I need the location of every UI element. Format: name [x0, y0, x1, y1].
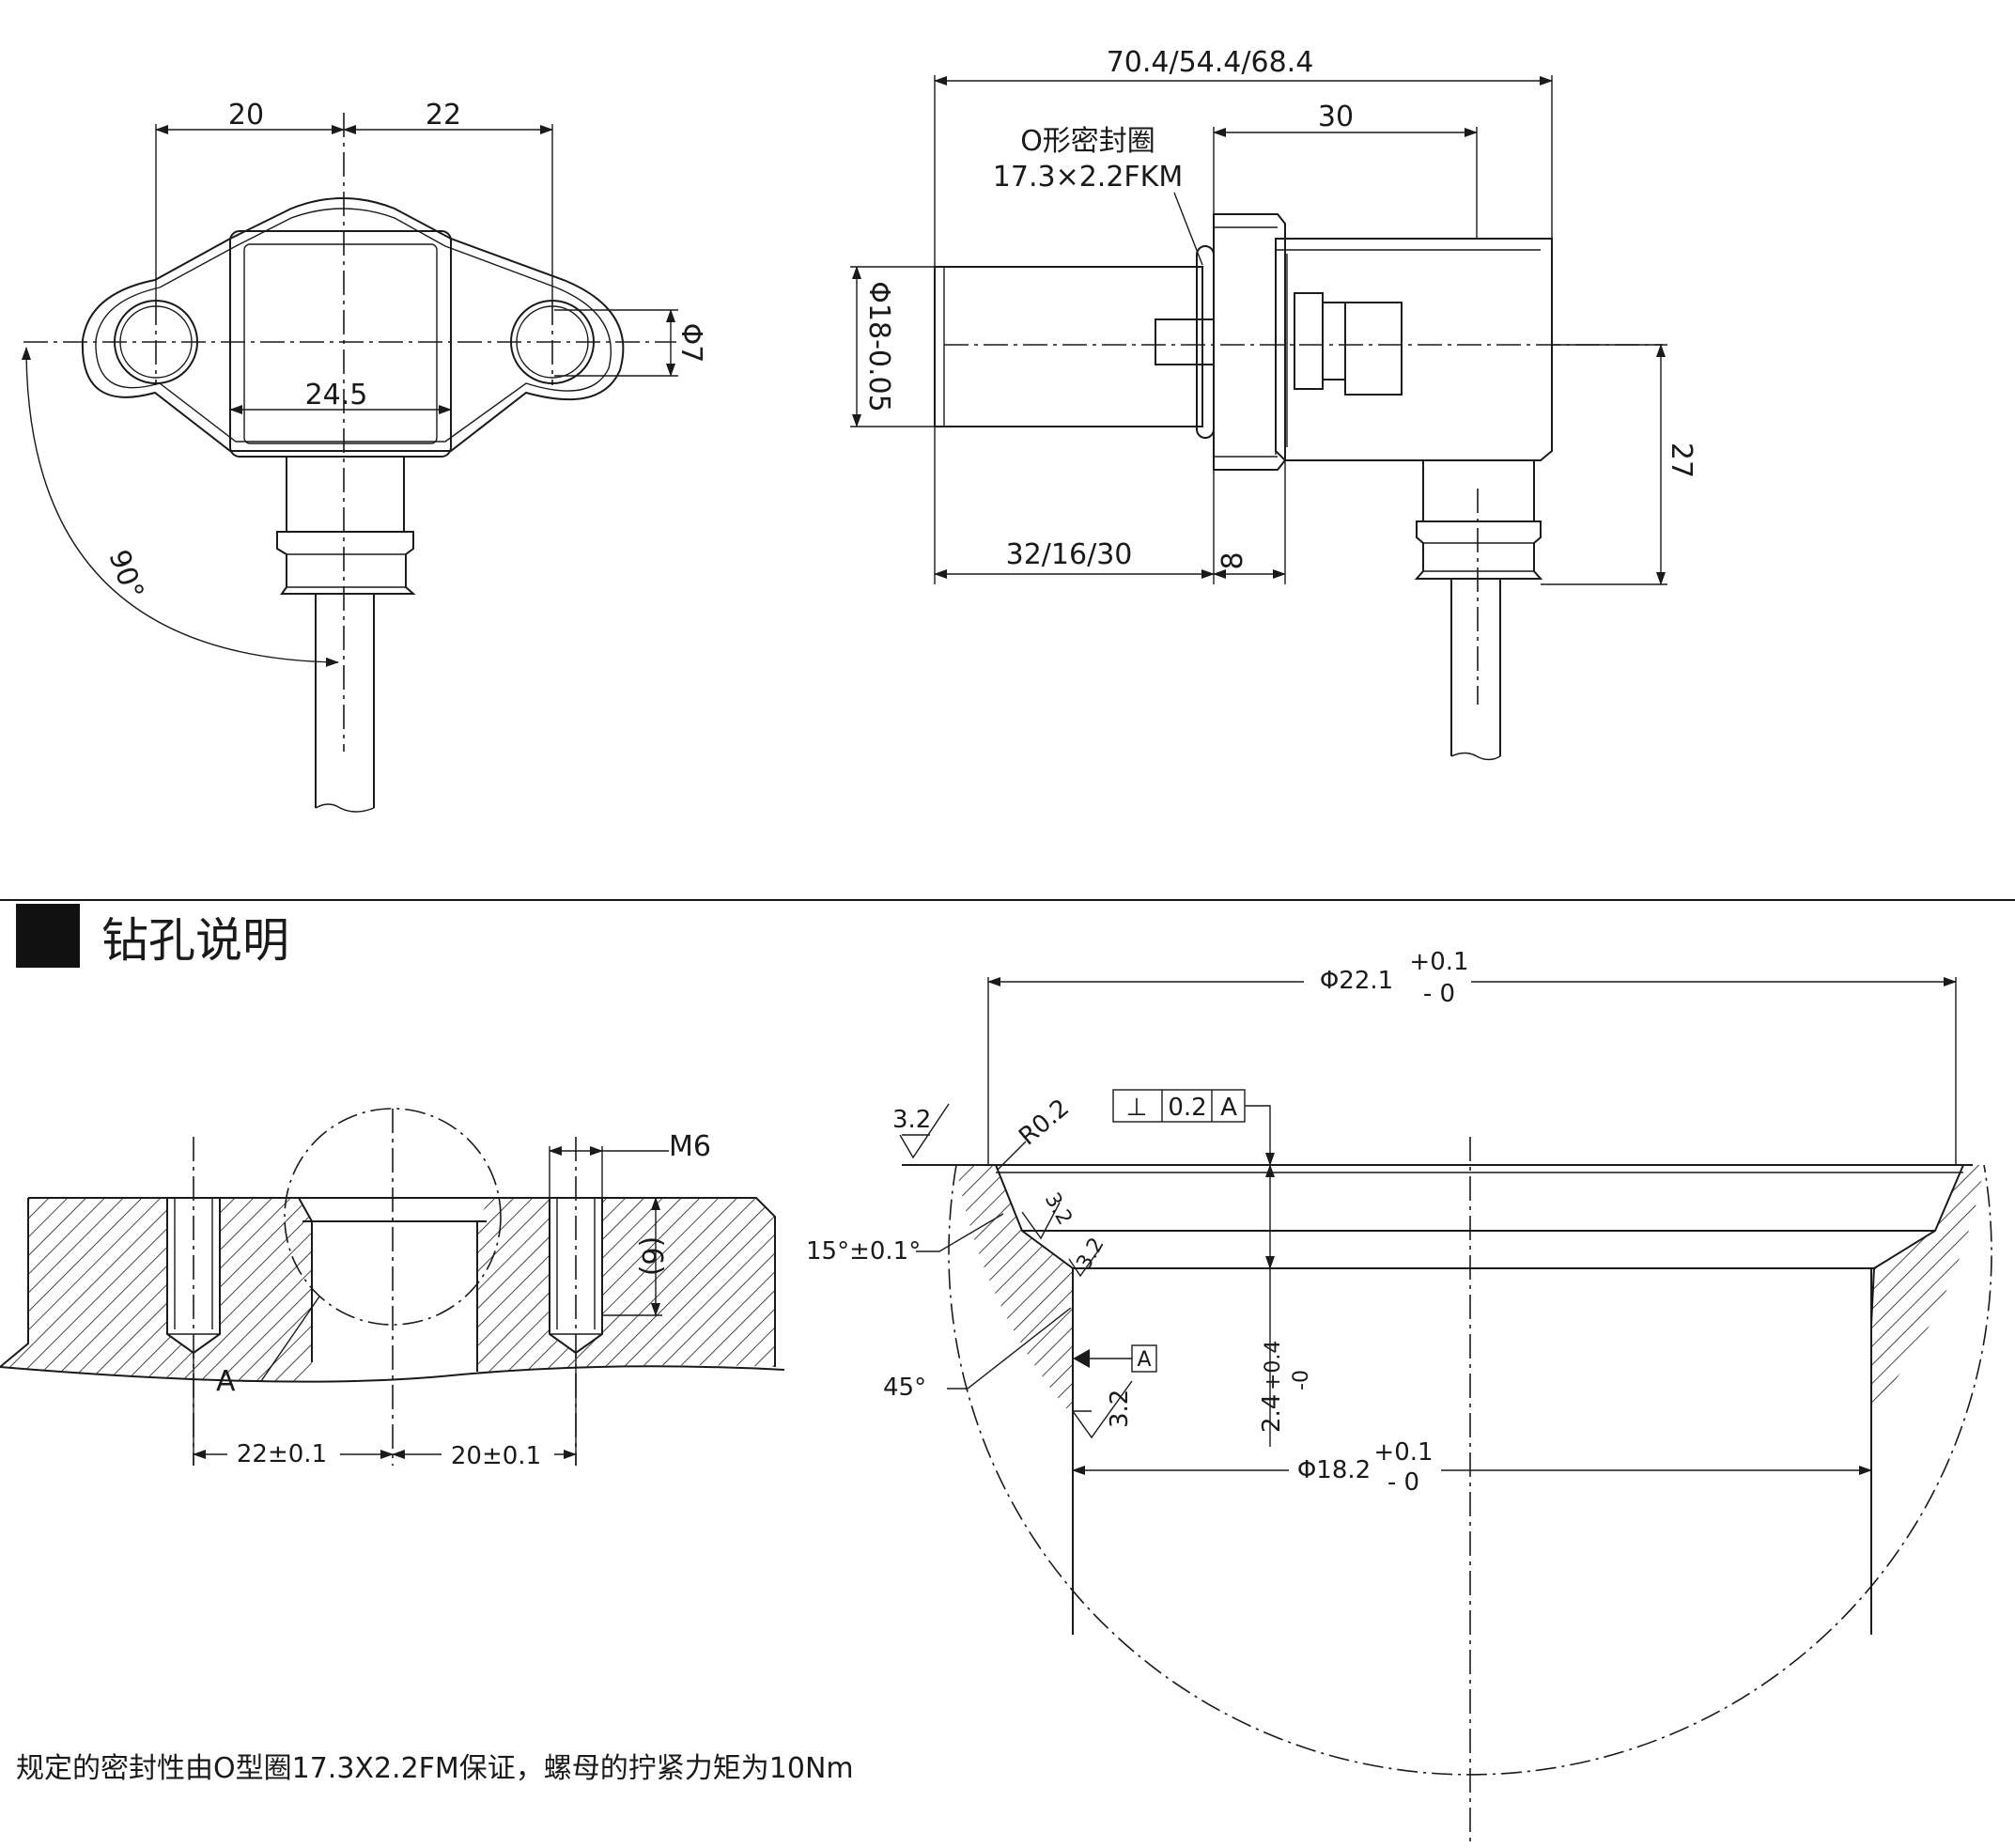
drill-detail: Φ22.1 +0.1 - 0 3.2 R0.2 ⊥ 0.2 A 2.4 +0.4… — [806, 944, 1992, 1846]
dia-bore-upper: +0.1 — [1373, 1438, 1433, 1467]
dia-top-label: Φ22.1 — [1320, 967, 1393, 995]
perp-tol: 0.2 — [1168, 1094, 1206, 1122]
depth-upper: +0.4 — [1262, 1341, 1285, 1390]
side-connector — [1414, 520, 1543, 580]
shaft — [934, 266, 1203, 427]
nut — [1213, 213, 1286, 471]
dim-20-label: 20 — [228, 99, 264, 132]
flange-outline — [81, 197, 625, 452]
dim-shaft-label: 32/16/30 — [1006, 538, 1133, 571]
dim-24-5-label: 24.5 — [305, 379, 368, 412]
depth-6-label: (6) — [635, 1236, 668, 1277]
dim-phi7-label: Φ7 — [674, 323, 707, 364]
depth-lower: -0 — [1290, 1370, 1313, 1390]
neck — [286, 456, 405, 533]
dim-22-tol-label: 22±0.1 — [237, 1440, 327, 1468]
drill-plate-section: M6 (6) A 22±0.1 20±0.1 — [0, 1108, 785, 1470]
housing — [1275, 238, 1553, 461]
dim-length-label: 70.4/54.4/68.4 — [1107, 46, 1314, 79]
connector — [276, 531, 416, 595]
dim-27-label: 27 — [1665, 443, 1697, 478]
depth-2-4: 2.4 — [1258, 1394, 1286, 1433]
perp-symbol: ⊥ — [1126, 1094, 1148, 1122]
footer-note: 规定的密封性由O型圈17.3X2.2FM保证，螺母的拧紧力矩为10Nm — [16, 1752, 854, 1785]
dim-20-tol-label: 20±0.1 — [451, 1442, 541, 1470]
oring-label-1: O形密封圈 — [1020, 125, 1155, 158]
dim-8-label: 8 — [1217, 551, 1249, 569]
section-marker — [16, 904, 80, 968]
front-view: 20 22 24.5 Φ7 90° — [22, 99, 707, 813]
datum-a-box: A — [1137, 1348, 1151, 1372]
side-neck — [1422, 459, 1535, 522]
pin — [1155, 318, 1215, 365]
roughness-top-label: 3.2 — [892, 1106, 931, 1134]
dim-90-label: 90° — [101, 546, 149, 604]
m6-label: M6 — [669, 1130, 711, 1163]
dia-top-upper: +0.1 — [1409, 948, 1468, 976]
dim-22-label: 22 — [426, 99, 461, 132]
radius-label: R0.2 — [1014, 1094, 1075, 1151]
dim-phi18-label: Φ18-0.05 — [862, 281, 895, 412]
dia-top-lower: - 0 — [1423, 980, 1455, 1008]
detail-circle — [284, 1108, 502, 1326]
oring-label-2: 17.3×2.2FKM — [993, 161, 1183, 194]
roughness-bore: 3.2 — [1106, 1390, 1134, 1428]
o-ring — [1196, 245, 1215, 439]
section-title: 钻孔说明 — [101, 913, 289, 968]
dia-bore-label: Φ18.2 — [1297, 1456, 1371, 1484]
dia-bore-lower: - 0 — [1387, 1468, 1419, 1497]
dim-30-label: 30 — [1318, 101, 1354, 133]
perp-datum: A — [1220, 1094, 1237, 1122]
datum-a-label: A — [216, 1365, 236, 1398]
roughness-chamfer: 3.2 — [1040, 1189, 1077, 1230]
angle-45-label: 45° — [883, 1374, 926, 1402]
sensor-body — [229, 230, 452, 458]
side-view: 70.4/54.4/68.4 30 O形密封圈 17.3×2.2FKM Φ18-… — [850, 46, 1697, 761]
angle-15-label: 15°±0.1° — [806, 1237, 921, 1266]
